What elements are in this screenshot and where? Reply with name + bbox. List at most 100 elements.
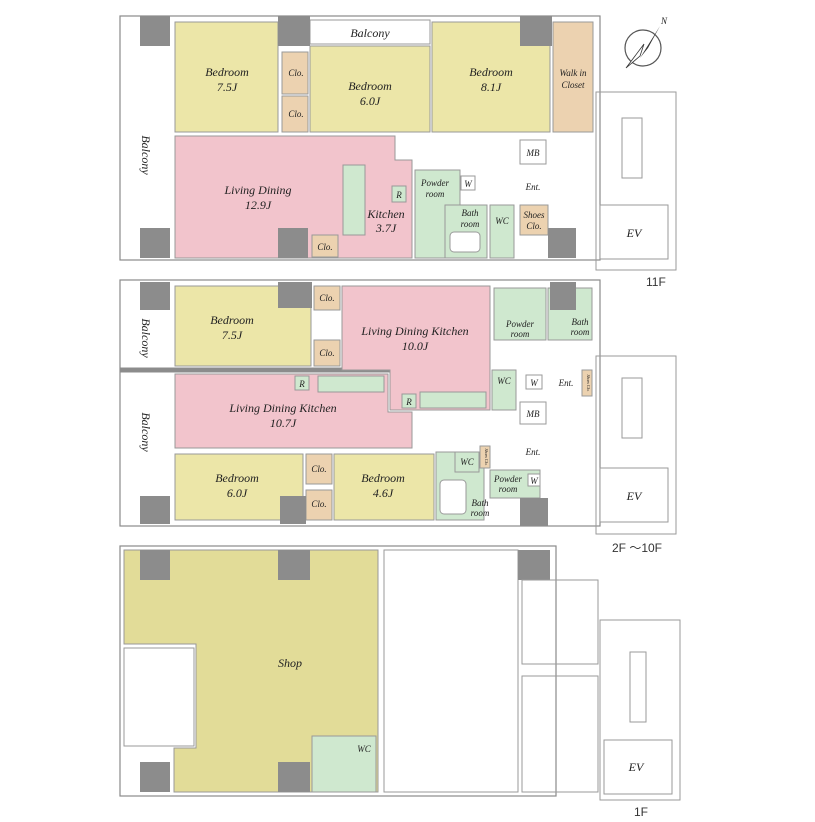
floor-1f: Shop WC EV 1F: [119, 545, 681, 819]
kitchen-counter-a: [419, 391, 487, 409]
mb-11f-label: MB: [526, 148, 540, 158]
shoes-closet-11f-line2: Clo.: [526, 221, 541, 231]
void-1f: [123, 647, 195, 747]
closet-11f-2-label: Clo.: [288, 109, 303, 119]
closet-b2: [305, 489, 333, 521]
ldk-b-size: 10.7J: [270, 416, 297, 430]
bedroom-c-name: Bedroom: [361, 471, 405, 485]
closet-11f-3-label: Clo.: [317, 242, 332, 252]
entrance-11f-label: Ent.: [525, 182, 541, 192]
washer-b: [527, 473, 541, 487]
washer-a: [525, 374, 543, 390]
wc-11f: [489, 204, 515, 259]
wc-a: [491, 369, 517, 411]
shoes-closet-b: [479, 445, 491, 469]
floor-label-typical: 2F ～10F: [612, 541, 662, 555]
ldk-a-size: 10.0J: [402, 339, 429, 353]
bathroom-11f-line2: room: [461, 219, 480, 229]
fridge-b: [294, 375, 310, 391]
bedroom-c: [333, 453, 435, 521]
powder-room-b-line2: room: [499, 484, 518, 494]
wc-b: [454, 451, 480, 473]
closet-a2: [313, 339, 341, 367]
shoes-closet-11f: [519, 204, 549, 236]
bedroom-b-size: 6.0J: [227, 486, 248, 500]
bathroom-b-line1: Bath: [472, 498, 489, 508]
bathtub-b: [439, 479, 467, 515]
compass-icon: N: [624, 16, 668, 69]
closet-b2-label: Clo.: [311, 499, 326, 509]
balcony-left-label: Balcony: [139, 135, 153, 175]
wc-b-label: WC: [460, 457, 474, 467]
bedroom-11f-1: [174, 21, 279, 133]
elevator-typical: [599, 467, 669, 523]
powder-room-a: [493, 287, 547, 341]
closet-11f-1-label: Clo.: [288, 68, 303, 78]
kitchen-11f-size: 3.7J: [375, 221, 397, 235]
bedroom-a-name: Bedroom: [210, 313, 254, 327]
mb-typical: [519, 401, 547, 425]
ldk-b-name: Living Dining Kitchen: [228, 401, 336, 415]
closet-b1: [305, 453, 333, 485]
walkin-closet-11f: [552, 21, 594, 133]
washer-11f: [460, 175, 476, 191]
bedroom-11f-2: [309, 45, 431, 133]
fridge-a: [401, 393, 417, 409]
ldk-a: [341, 285, 491, 411]
fridge-b-label: R: [298, 379, 305, 389]
elevator-11f: [599, 204, 669, 260]
floor-label-11f: 11F: [646, 275, 666, 289]
fridge-11f: [391, 185, 407, 203]
stairwell-1f: [599, 619, 681, 801]
other-unit-1f: [383, 549, 519, 793]
closet-a1-label: Clo.: [319, 293, 334, 303]
bathroom-11f-line1: Bath: [462, 208, 479, 218]
floor-label-1f: 1F: [634, 805, 648, 819]
elevator-typical-label: EV: [626, 489, 643, 503]
closet-11f-2: [281, 95, 309, 133]
washer-a-label: W: [530, 378, 539, 388]
closet-11f-1: [281, 51, 309, 95]
shoes-closet-a-label: Shoes Clo.: [586, 374, 591, 391]
bedroom-c-size: 4.6J: [373, 486, 394, 500]
washer-b-label: W: [530, 476, 539, 486]
living-dining-11f-name: Living Dining: [223, 183, 291, 197]
bedroom-b-name: Bedroom: [215, 471, 259, 485]
kitchen-counter-b: [317, 375, 385, 393]
kitchen-11f-name: Kitchen: [366, 207, 404, 221]
bedroom-11f-2-size: 6.0J: [360, 94, 381, 108]
bathroom-a-line1: Bath: [572, 317, 589, 327]
bedroom-11f-3-size: 8.1J: [481, 80, 502, 94]
powder-room-11f-line2: room: [426, 189, 445, 199]
compass-north-label: N: [660, 16, 668, 26]
mb-11f: [519, 139, 547, 165]
shop-area: [123, 549, 379, 793]
bedroom-11f-1-name: Bedroom: [205, 65, 249, 79]
entrance-a-label: Ent.: [558, 378, 574, 388]
kitchen-counter-11f: [342, 164, 366, 236]
shop-label: Shop: [278, 656, 302, 670]
wc-1f-label: WC: [357, 744, 371, 754]
closet-a2-label: Clo.: [319, 348, 334, 358]
bathtub-11f: [449, 231, 481, 253]
fridge-a-label: R: [405, 397, 412, 407]
powder-room-b-line1: Powder: [493, 474, 522, 484]
bathroom-a-line2: room: [571, 327, 590, 337]
wc-a-label: WC: [497, 376, 511, 386]
floor-typical: Balcony Balcony Bedroom 7.5J Clo. Clo. L…: [119, 279, 677, 555]
balcony-top-label: Balcony: [350, 26, 390, 40]
fridge-11f-label: R: [395, 190, 402, 200]
shoes-closet-b-label: Shoes Clo.: [484, 448, 489, 465]
walkin-closet-line1: Walk in: [560, 68, 587, 78]
bedroom-11f-3-name: Bedroom: [469, 65, 513, 79]
wc-1f: [311, 735, 377, 793]
stairwell-11f: [595, 91, 677, 271]
shoes-closet-a: [581, 369, 593, 397]
elevator-1f-label: EV: [628, 760, 645, 774]
ldk-a-name: Living Dining Kitchen: [360, 324, 468, 338]
balcony-upper-label: Balcony: [139, 318, 153, 358]
powder-room-a-line1: Powder: [505, 319, 534, 329]
powder-room-11f-line1: Powder: [420, 178, 449, 188]
stairwell-typical: [595, 355, 677, 535]
